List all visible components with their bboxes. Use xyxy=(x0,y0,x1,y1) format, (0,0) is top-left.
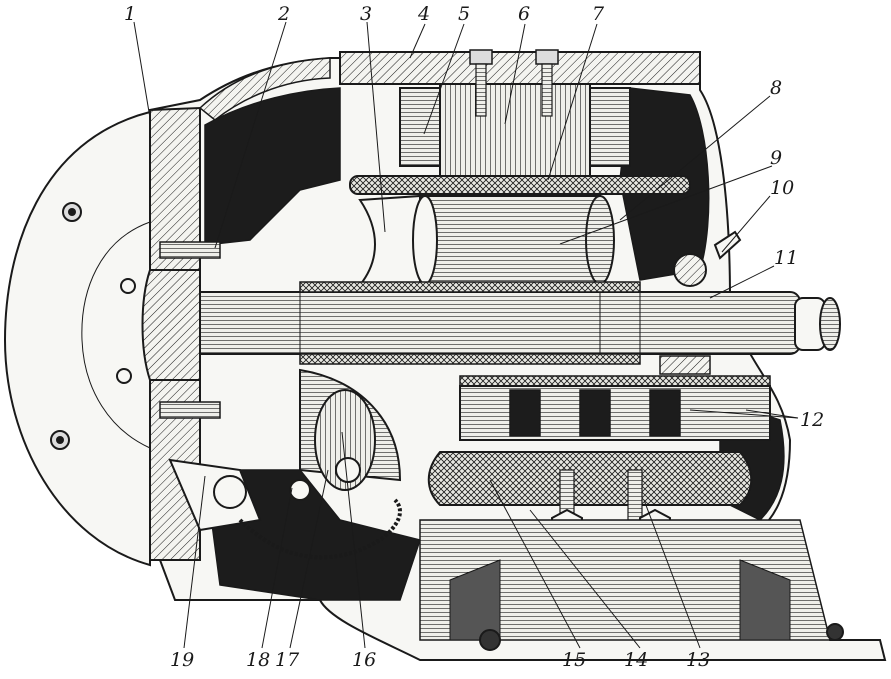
callout-5: 5 xyxy=(458,3,470,25)
callout-12: 12 xyxy=(800,409,824,431)
callout-1: 1 xyxy=(124,3,136,25)
mounting-flange xyxy=(3,110,151,567)
callout-2: 2 xyxy=(277,3,290,25)
callout-11: 11 xyxy=(774,247,798,269)
callout-3: 3 xyxy=(360,3,372,25)
stator-top xyxy=(349,49,691,195)
mounting-foot xyxy=(419,519,844,651)
callout-14: 14 xyxy=(624,649,648,671)
callout-6: 6 xyxy=(518,3,530,25)
callout-15: 15 xyxy=(562,649,586,671)
callout-13: 13 xyxy=(686,649,710,671)
callout-7: 7 xyxy=(592,3,605,25)
armature-core xyxy=(357,194,615,286)
brush-gear xyxy=(168,457,402,560)
callout-10: 10 xyxy=(770,177,794,199)
callout-4: 4 xyxy=(417,3,430,25)
callout-labels: 1 2 3 4 5 6 7 8 9 10 11 12 13 14 15 16 1… xyxy=(124,3,824,671)
callout-16: 16 xyxy=(352,649,376,671)
callout-19: 19 xyxy=(170,649,194,671)
leader-lines xyxy=(133,21,799,649)
callout-8: 8 xyxy=(770,77,782,99)
callout-18: 18 xyxy=(246,649,270,671)
callout-9: 9 xyxy=(770,147,782,169)
callout-17: 17 xyxy=(275,649,300,671)
left-bearing-cap xyxy=(116,241,221,419)
shaft xyxy=(179,281,841,365)
